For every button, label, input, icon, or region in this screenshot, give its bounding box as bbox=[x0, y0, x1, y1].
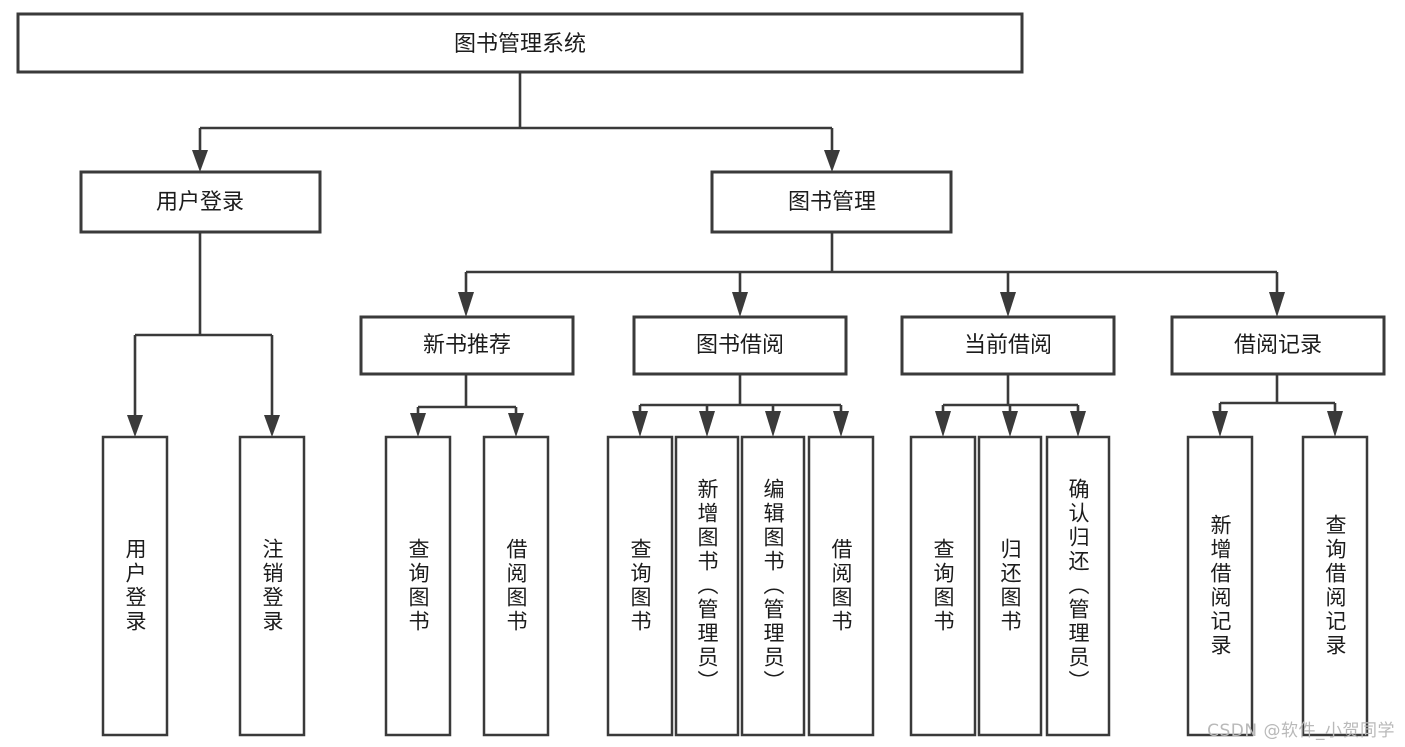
leaf-currentborrow-query-label: 查询图书 bbox=[931, 538, 955, 634]
leaf-node-bookborrow-query[interactable]: 查询图书 bbox=[606, 435, 674, 737]
leaf-currentborrow-query-box bbox=[909, 435, 977, 737]
arrow-head-book-borrow bbox=[732, 292, 748, 317]
node-current-borrow-box bbox=[900, 315, 1116, 376]
node-borrow-record[interactable]: 借阅记录 bbox=[1170, 315, 1386, 376]
node-current-borrow-label: 当前借阅 bbox=[964, 333, 1052, 358]
leaf-node-currentborrow-confirm[interactable]: 确认归还（管理员） bbox=[1045, 435, 1111, 737]
node-new-book-recommend-box bbox=[359, 315, 575, 376]
leaf-currentborrow-confirm-box bbox=[1045, 435, 1111, 737]
node-root-box bbox=[16, 12, 1024, 74]
leaf-bookborrow-edit-label: 编辑图书（管理员） bbox=[761, 478, 785, 694]
leaf-borrowrecord-query-label: 查询借阅记录 bbox=[1323, 514, 1347, 658]
leaf-user-login-logout-label: 注销登录 bbox=[260, 538, 284, 634]
node-new-book-recommend[interactable]: 新书推荐 bbox=[359, 315, 575, 376]
leaf-user-login-logout-box bbox=[238, 435, 306, 737]
node-borrow-record-box bbox=[1170, 315, 1386, 376]
leaf-currentborrow-return-label: 归还图书 bbox=[998, 538, 1022, 634]
leaf-bookborrow-borrow-label: 借阅图书 bbox=[829, 538, 853, 634]
leaf-bookborrow-query-box bbox=[606, 435, 674, 737]
leaf-bookborrow-query-label: 查询图书 bbox=[628, 538, 652, 634]
leaf-node-bookborrow-add[interactable]: 新增图书（管理员） bbox=[674, 435, 740, 737]
leaf-node-user-login-logout[interactable]: 注销登录 bbox=[238, 435, 306, 737]
arrow-head-leaf-currentborrow-3 bbox=[1070, 411, 1086, 437]
node-book-management[interactable]: 图书管理 bbox=[710, 170, 953, 234]
leaf-user-login-login-box bbox=[101, 435, 169, 737]
node-book-borrow-box bbox=[632, 315, 848, 376]
leaf-newbook-query-box bbox=[384, 435, 452, 737]
leaf-bookborrow-add-label: 新增图书（管理员） bbox=[695, 478, 719, 694]
leaf-node-bookborrow-edit[interactable]: 编辑图书（管理员） bbox=[740, 435, 806, 737]
arrow-head-leaf-newbook-2 bbox=[508, 413, 524, 437]
leaf-newbook-borrow-label: 借阅图书 bbox=[504, 538, 528, 634]
arrow-head-leaf-currentborrow-2 bbox=[1002, 411, 1018, 437]
leaf-currentborrow-confirm-label: 确认归还（管理员） bbox=[1066, 478, 1090, 694]
arrow-head-leaf-borrowrecord-2 bbox=[1327, 411, 1343, 437]
node-new-book-recommend-label: 新书推荐 bbox=[423, 333, 511, 358]
arrow-head-leaf-currentborrow-1 bbox=[935, 411, 951, 437]
leaf-currentborrow-return-box bbox=[977, 435, 1043, 737]
node-book-borrow[interactable]: 图书借阅 bbox=[632, 315, 848, 376]
node-root-label: 图书管理系统 bbox=[454, 32, 586, 57]
node-book-borrow-label: 图书借阅 bbox=[696, 333, 784, 358]
arrow-head-leaf-newbook-1 bbox=[410, 413, 426, 437]
leaf-user-login-login-label: 用户登录 bbox=[123, 538, 147, 634]
node-book-management-label: 图书管理 bbox=[788, 190, 876, 215]
leaf-node-bookborrow-borrow[interactable]: 借阅图书 bbox=[807, 435, 875, 737]
leaf-node-newbook-query[interactable]: 查询图书 bbox=[384, 435, 452, 737]
arrow-head-user-login bbox=[192, 150, 208, 172]
arrow-head-new-book bbox=[458, 292, 474, 317]
node-book-management-box bbox=[710, 170, 953, 234]
leaf-newbook-borrow-box bbox=[482, 435, 550, 737]
leaf-borrowrecord-add-label: 新增借阅记录 bbox=[1208, 514, 1232, 658]
arrow-head-leaf-bookborrow-2 bbox=[699, 411, 715, 437]
leaf-node-currentborrow-return[interactable]: 归还图书 bbox=[977, 435, 1043, 737]
leaf-node-currentborrow-query[interactable]: 查询图书 bbox=[909, 435, 977, 737]
leaf-newbook-query-label: 查询图书 bbox=[406, 538, 430, 634]
arrow-head-current-borrow bbox=[1000, 292, 1016, 317]
node-user-login-label: 用户登录 bbox=[156, 190, 244, 215]
arrow-head-leaf-bookborrow-3 bbox=[765, 411, 781, 437]
arrow-head-book-mgmt bbox=[824, 150, 840, 172]
arrow-head-leaf-borrowrecord-1 bbox=[1212, 411, 1228, 437]
arrow-head-leaf-bookborrow-4 bbox=[833, 411, 849, 437]
arrow-head-leaf-user-login-2 bbox=[264, 415, 280, 437]
arrow-head-leaf-bookborrow-1 bbox=[632, 411, 648, 437]
node-current-borrow[interactable]: 当前借阅 bbox=[900, 315, 1116, 376]
arrow-head-leaf-user-login-1 bbox=[127, 415, 143, 437]
node-user-login[interactable]: 用户登录 bbox=[79, 170, 322, 234]
leaf-bookborrow-edit-box bbox=[740, 435, 806, 737]
leaf-node-user-login-login[interactable]: 用户登录 bbox=[101, 435, 169, 737]
node-root[interactable]: 图书管理系统 bbox=[16, 12, 1024, 74]
leaf-bookborrow-borrow-box bbox=[807, 435, 875, 737]
node-user-login-box bbox=[79, 170, 322, 234]
leaf-borrowrecord-add-box bbox=[1186, 435, 1254, 737]
leaf-node-borrowrecord-query[interactable]: 查询借阅记录 bbox=[1301, 435, 1369, 737]
connector-layer bbox=[127, 72, 1343, 437]
leaf-borrowrecord-query-box bbox=[1301, 435, 1369, 737]
leaf-node-newbook-borrow[interactable]: 借阅图书 bbox=[482, 435, 550, 737]
node-borrow-record-label: 借阅记录 bbox=[1234, 333, 1322, 358]
leaf-bookborrow-add-box bbox=[674, 435, 740, 737]
arrow-head-borrow-record bbox=[1269, 292, 1285, 317]
leaf-node-borrowrecord-add[interactable]: 新增借阅记录 bbox=[1186, 435, 1254, 737]
